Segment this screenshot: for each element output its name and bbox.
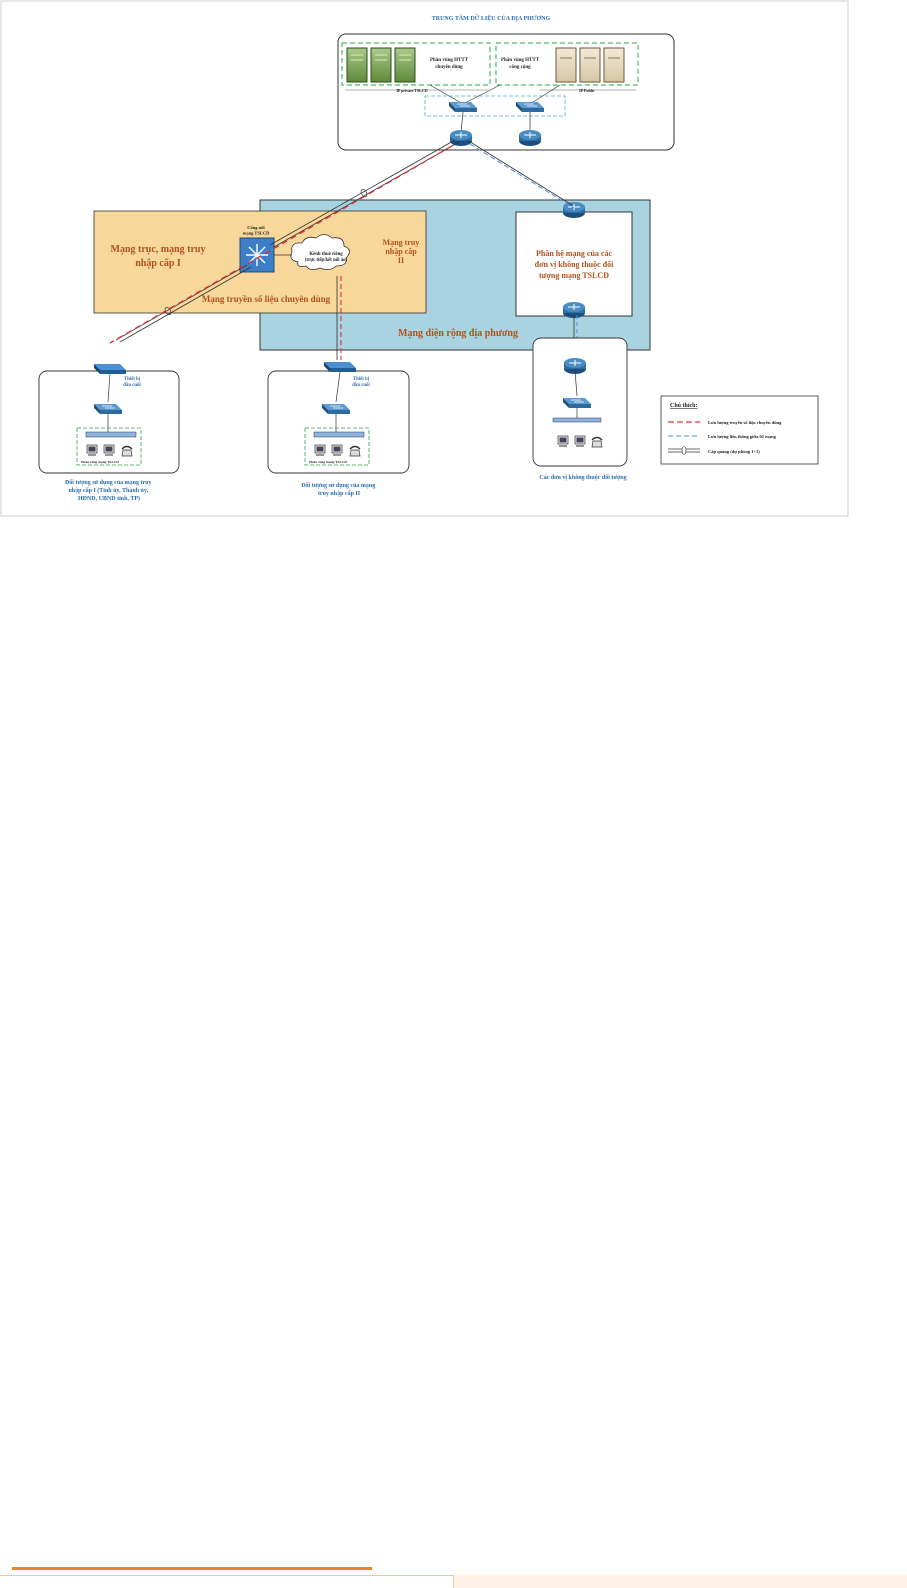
legend-item: Lưu lượng truyền số liệu chuyên dùng <box>708 420 782 425</box>
user-zone-left-label: Phân vùng mạng TSLCD <box>81 460 119 464</box>
cloud-label: Kênh thuê riêng(trực tiếp/kết nối ảo) <box>305 252 348 263</box>
dc-router-right-icon <box>518 129 542 147</box>
caption-right: Các đơn vị không thuộc đối tượng <box>539 474 626 481</box>
caption-mid: Đối tượng sử dụng của mạng truy nhập cấp… <box>301 482 377 497</box>
connection-lines <box>109 139 578 360</box>
zone-dedicated-box <box>341 42 491 86</box>
footer-panel <box>453 1575 907 1588</box>
dc-router-left-icon <box>449 129 473 147</box>
server-white-icon <box>555 47 625 83</box>
subnet-router-top-icon <box>562 201 586 219</box>
pc-icon <box>331 444 343 457</box>
legend-title: Chú thích: <box>670 403 698 409</box>
cloud-node: Kênh thuê riêng(trực tiếp/kết nối ảo) <box>274 234 350 270</box>
terminal-mid-icon <box>324 362 356 372</box>
wan-label: Mạng diện rộng địa phương <box>398 328 518 339</box>
core-switch-box <box>424 95 566 117</box>
pc-icon <box>574 435 586 448</box>
user-zone-mid-label: Phân vùng mạng TSLCD <box>309 460 347 464</box>
legend-item: Cáp quang (dự phòng 1+1) <box>708 449 760 454</box>
ip-public-label: IP Public <box>579 88 595 93</box>
server-green-icon <box>346 47 416 83</box>
datacenter-title: TRUNG TÂM DỮ LIỆU CỦA ĐỊA PHƯƠNG <box>432 14 551 22</box>
caption-left: Đối tượng sử dụng của mạng truy nhập cấp… <box>65 479 153 502</box>
zone-public-box <box>495 42 639 86</box>
footer-accent-line <box>12 1567 372 1570</box>
legend-item: Lưu lượng liên thông giữa 02 mạng <box>708 434 777 439</box>
user-site-right <box>532 337 628 467</box>
ip-dedicated-label: IP private TSLCD <box>396 88 427 93</box>
diagram-frame <box>0 0 849 517</box>
legend: Chú thích: Lưu lượng truyền số liệu chuy… <box>660 395 819 465</box>
pc-icon <box>103 444 115 457</box>
dedicated-network-label: Mạng truyền số liệu chuyên dùng <box>202 294 331 304</box>
pc-icon <box>86 444 98 457</box>
datacenter-box: TRUNG TÂM DỮ LIỆU CỦA ĐỊA PHƯƠNG Phân vù… <box>337 14 675 151</box>
terminal-left-icon <box>94 364 126 374</box>
pc-icon <box>557 435 569 448</box>
pc-icon <box>314 444 326 457</box>
